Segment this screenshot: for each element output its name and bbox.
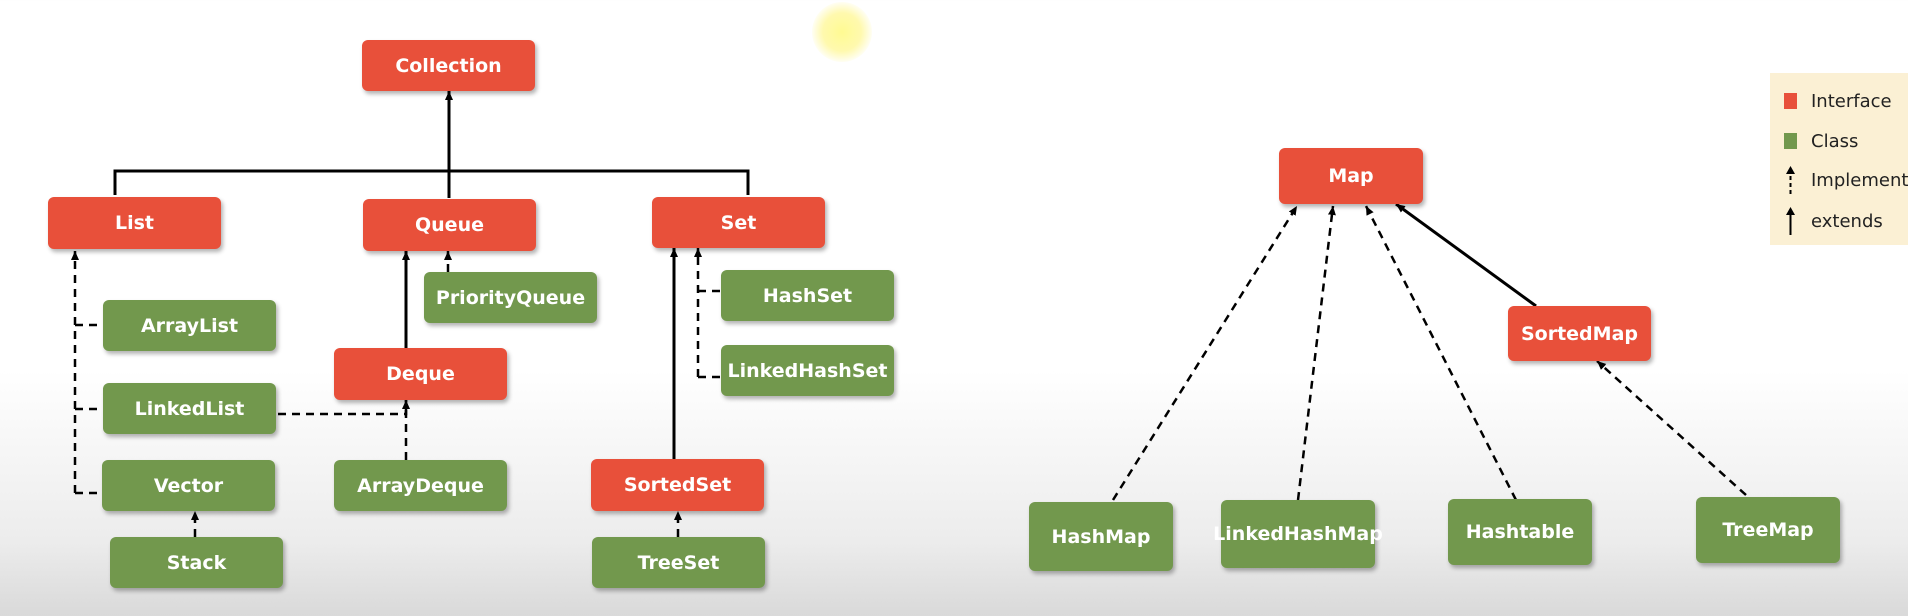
legend-class-label: Class — [1811, 130, 1859, 152]
interface-swatch-icon — [1784, 93, 1797, 109]
node-sortedmap: SortedMap — [1508, 306, 1651, 361]
legend-class: Class — [1784, 129, 1858, 153]
legend-extends: extends — [1784, 207, 1883, 235]
edge-hashmap-map — [1111, 205, 1299, 501]
edge-linkedlist-deque — [278, 400, 410, 416]
solid-arrow-icon — [1786, 207, 1795, 235]
node-hashset: HashSet — [721, 270, 894, 321]
node-priorityqueue: PriorityQueue — [424, 272, 597, 323]
node-map: Map — [1279, 148, 1423, 204]
node-queue: Queue — [363, 199, 536, 251]
node-linkedhashset: LinkedHashSet — [721, 345, 894, 396]
node-linkedlist: LinkedList — [103, 383, 276, 434]
edge-sortedmap-map — [1395, 202, 1537, 308]
legend: Interface Class Implements extends — [1770, 73, 1908, 245]
edge-hashtable-map — [1364, 205, 1518, 501]
legend-extends-label: extends — [1811, 210, 1883, 232]
node-treemap: TreeMap — [1696, 497, 1840, 563]
class-swatch-icon — [1784, 133, 1797, 149]
dashed-arrow-icon — [1786, 166, 1795, 194]
extends-edges — [113, 91, 1537, 459]
node-linkedhashmap: LinkedHashMap — [1213, 500, 1383, 568]
node-stack: Stack — [110, 537, 283, 588]
node-arraydeque: ArrayDeque — [334, 460, 507, 511]
implements-edges — [71, 205, 1747, 537]
node-sortedset: SortedSet — [591, 459, 764, 511]
node-set: Set — [652, 197, 825, 248]
node-arraylist: ArrayList — [103, 300, 276, 351]
node-collection: Collection — [362, 40, 535, 91]
node-hashmap: HashMap — [1029, 502, 1173, 571]
legend-implements-label: Implements — [1811, 169, 1908, 191]
legend-interface: Interface — [1784, 89, 1892, 113]
node-vector: Vector — [102, 460, 275, 511]
node-deque: Deque — [334, 348, 507, 400]
edge-treemap-sortedmap — [1596, 360, 1747, 496]
legend-interface-label: Interface — [1811, 90, 1892, 112]
legend-implements: Implements — [1784, 166, 1908, 194]
node-treeset: TreeSet — [592, 537, 765, 588]
edge-list-collection — [113, 169, 750, 195]
light-glow — [812, 2, 872, 62]
node-list: List — [48, 197, 221, 249]
edge-linkedhashmap-map — [1296, 205, 1336, 501]
node-hashtable: Hashtable — [1448, 499, 1592, 565]
